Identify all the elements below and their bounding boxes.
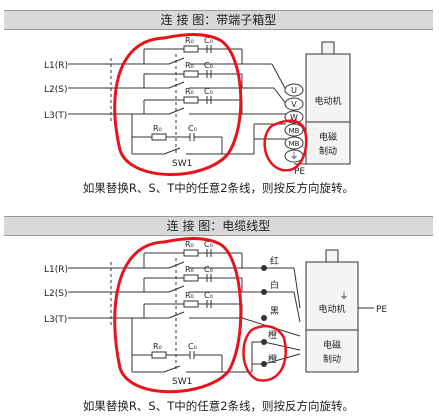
pe-label: PE (294, 167, 305, 177)
motor-label: 电动机 (318, 303, 345, 315)
input-label-l1: L1(R) (44, 61, 68, 71)
highlight-circle-switch (113, 237, 243, 394)
panel-caption: 如果替换R、S、T中的任意2条线，则按反方向旋转。 (82, 181, 355, 195)
input-label-l2: L2(S) (44, 85, 67, 95)
c0-label-sw: C₀ (188, 124, 197, 133)
terminal-mb-1: MB (289, 127, 300, 135)
r0-label: R₀ (185, 240, 194, 249)
brake-label-1: 电磁 (323, 339, 341, 351)
diagram-panel-terminal-box: 连 接 图：带端子箱型 (4, 4, 433, 200)
c0-label-2: C₀ (204, 265, 213, 274)
sw1-label: SW1 (172, 159, 192, 169)
c0-label-3: C₀ (204, 291, 213, 300)
input-label-l3: L3(T) (44, 111, 67, 121)
r0-label-sw: R₀ (153, 342, 162, 351)
r0-label-3: R₀ (185, 87, 194, 96)
c0-label-sw: C₀ (188, 342, 197, 351)
r0-label: R₀ (185, 36, 194, 45)
r0-label-3: R₀ (185, 291, 194, 300)
motor-label: 电动机 (314, 95, 341, 107)
terminal-u: U (291, 86, 297, 95)
ground-icon: ⏚ (289, 151, 298, 162)
panel-caption: 如果替换R、S、T中的任意2条线，则按反方向旋转。 (82, 399, 355, 413)
diagram-panel-cable: 连 接 图：电缆线型 (4, 212, 433, 417)
highlight-circle-brake-wires (242, 324, 287, 382)
wiring-diagram-cable: L1(R) L2(S) L3(T) 红 白 黑 橙 橙 R₀ C₀ R₀ C₀ … (44, 237, 387, 394)
wire-label-black: 黑 (270, 306, 279, 317)
wiring-diagram-terminal-box: U V W MB MB ⏚ L1(R) L2(S) L3(T) R₀ C₀ R₀… (44, 33, 351, 177)
input-label-l1: L1(R) (44, 265, 68, 275)
r0-label-2: R₀ (185, 265, 194, 274)
c0-label: C₀ (204, 240, 213, 249)
highlight-circle-switch (113, 33, 243, 176)
highlight-circle-brake-terminals (263, 119, 308, 172)
panel-title: 连 接 图：电缆线型 (4, 216, 433, 236)
r0-label-2: R₀ (185, 61, 194, 70)
c0-label-3: C₀ (204, 87, 213, 96)
pe-label: PE (376, 305, 387, 315)
wire-label-white: 白 (270, 279, 279, 291)
ground-icon: ⏚ (339, 291, 348, 302)
terminal-w: W (290, 113, 298, 122)
wire-label-orange-1: 橙 (268, 329, 277, 341)
terminal-v: V (291, 100, 297, 109)
r0-label-sw: R₀ (153, 124, 162, 133)
sw1-label: SW1 (172, 377, 192, 387)
c0-label: C₀ (204, 36, 213, 45)
wire-label-red: 红 (270, 255, 279, 267)
panel-title: 连 接 图：带端子箱型 (4, 10, 433, 30)
terminal-mb-2: MB (289, 140, 300, 148)
brake-label-1: 电磁 (319, 131, 337, 143)
brake-label-2: 制动 (323, 353, 341, 365)
input-label-l3: L3(T) (44, 315, 67, 325)
c0-label-2: C₀ (204, 61, 213, 70)
brake-label-2: 制动 (319, 145, 337, 157)
input-label-l2: L2(S) (44, 289, 67, 299)
wire-label-orange-2: 橙 (268, 353, 277, 365)
